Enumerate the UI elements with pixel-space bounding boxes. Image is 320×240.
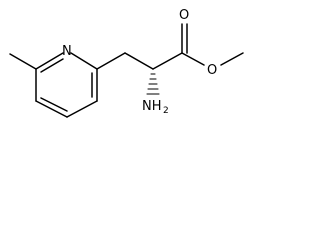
structure-diagram: N O O NH 2 [0,0,284,134]
ring-bond-c3-c4 [66,100,98,118]
ring-bond-c4-c5 [35,100,68,118]
ester-oxygen-label: O [207,63,217,78]
amine-subscript: 2 [163,106,169,116]
molecule-drawing: N O O NH 2 [9,8,244,118]
amine-label: NH [142,99,162,114]
ester-bond-c-o [181,52,205,66]
chain-bond-ch2-calpha [124,52,154,70]
ring-nitrogen-label: N [62,44,72,59]
stereo-hash-wedge [146,73,160,95]
ester-bond-o-ch3 [220,52,244,66]
chain-bond-ring-ch2 [96,52,126,70]
chain-bond-calpha-carbonyl [152,52,183,70]
ring-bond-n1-c2 [70,52,98,70]
carbonyl-oxygen-label: O [179,8,189,23]
ring-bond-c4-c5-inner [40,97,68,112]
ring-bond-c6-n1 [35,52,64,70]
ring-bond-c6-n1-inner [40,58,64,73]
methyl-bond [9,53,37,70]
